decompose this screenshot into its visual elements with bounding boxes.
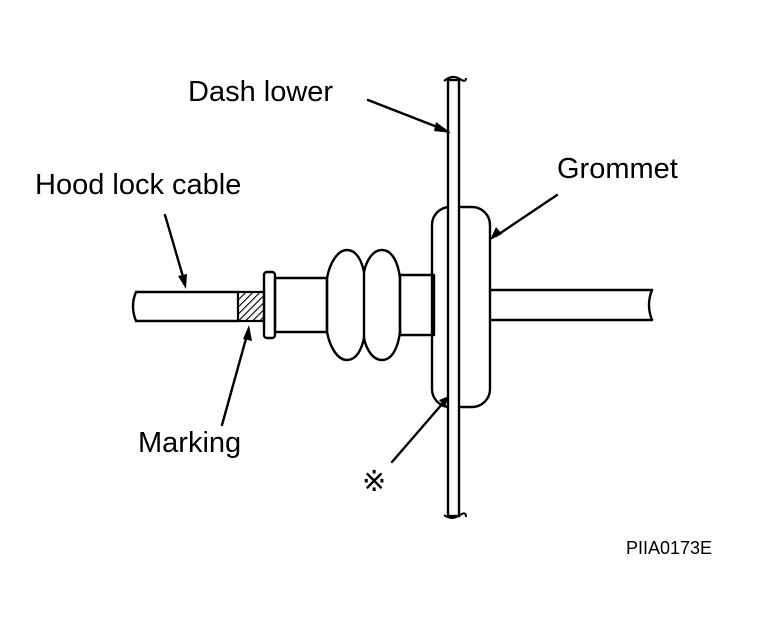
- bellows-boot: [325, 248, 402, 362]
- hood-lock-cable-label: Hood lock cable: [35, 169, 241, 201]
- figure-code: PIIA0173E: [626, 538, 712, 558]
- boot-neck: [398, 273, 436, 337]
- marking-label: Marking: [138, 427, 241, 459]
- reference-mark: ※: [362, 466, 386, 498]
- dash-lower-label: Dash lower: [188, 76, 333, 108]
- cable-right-section: [488, 288, 654, 322]
- grommet-label: Grommet: [557, 153, 678, 185]
- hood-lock-cable: [131, 290, 240, 323]
- leader-lines: [163, 98, 559, 464]
- grommet-body: [430, 205, 492, 409]
- marking-band: [236, 290, 266, 323]
- dash-lower-panel: [443, 75, 467, 519]
- cable-collar: [262, 270, 329, 340]
